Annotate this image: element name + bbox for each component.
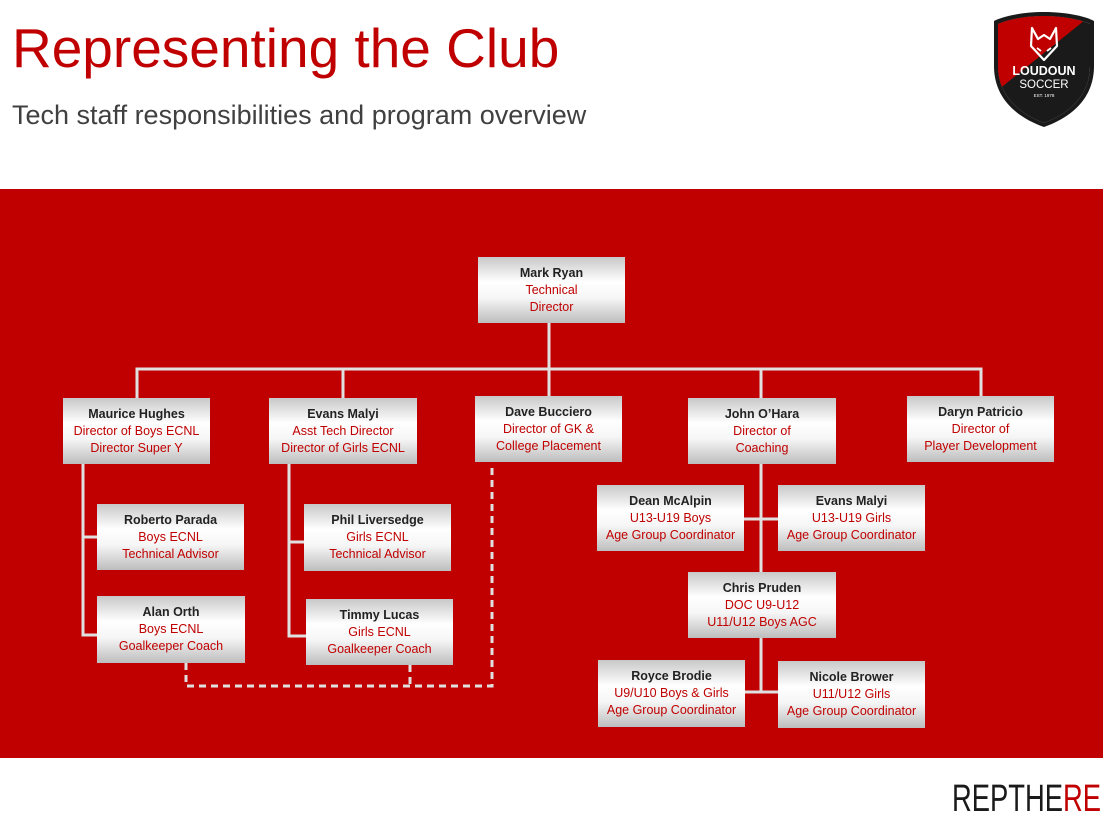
org-node-role: U11/U12 Boys AGC — [707, 614, 817, 629]
org-node-role: Girls ECNL — [346, 530, 409, 544]
org-node-dave-bucciero[interactable]: Dave Bucciero Director of GK & College P… — [475, 396, 622, 462]
fox-head-shield-icon: LOUDOUN SOCCER EST. 1978 — [994, 12, 1094, 127]
org-node-role: Coaching — [735, 440, 789, 455]
org-node-role: DOC U9-U12 — [724, 597, 800, 612]
org-node-role: U13-U19 Boys — [629, 510, 712, 525]
org-node-nicole-brower[interactable]: Nicole Brower U11/U12 Girls Age Group Co… — [778, 661, 925, 728]
org-node-role: College Placement — [496, 438, 601, 453]
org-node-role: Goalkeeper Coach — [118, 639, 224, 653]
org-node-name: Royce Brodie — [631, 669, 712, 683]
org-node-role: Age Group Coordinator — [606, 703, 737, 717]
page-title: Representing the Club — [12, 17, 560, 79]
org-node-timmy-lucas[interactable]: Timmy Lucas Girls ECNL Goalkeeper Coach — [306, 599, 453, 665]
org-node-evans-malyi-agc[interactable]: Evans Malyi U13-U19 Girls Age Group Coor… — [778, 485, 925, 551]
logo-line2: SOCCER — [1019, 79, 1068, 91]
org-node-name: Chris Pruden — [722, 580, 802, 595]
org-node-role: Technical — [525, 282, 578, 297]
org-node-alan-orth[interactable]: Alan Orth Boys ECNL Goalkeeper Coach — [97, 596, 245, 663]
org-node-name: Phil Liversedge — [331, 513, 424, 527]
org-node-role: U11/U12 Girls — [812, 687, 891, 701]
org-node-dean-mcalpin[interactable]: Dean McAlpin U13-U19 Boys Age Group Coor… — [597, 485, 744, 551]
org-node-name: Dave Bucciero — [505, 404, 592, 419]
org-node-mark-ryan[interactable]: Mark Ryan Technical Director — [478, 257, 625, 323]
org-node-role: Director of — [733, 423, 791, 438]
org-node-name: Daryn Patricio — [938, 404, 1023, 419]
org-node-role: Director of — [951, 421, 1010, 436]
org-node-name: Roberto Parada — [123, 512, 218, 527]
org-node-role: Director of Boys ECNL — [73, 423, 200, 438]
org-node-royce-brodie[interactable]: Royce Brodie U9/U10 Boys & Girls Age Gro… — [598, 660, 745, 727]
org-node-role: U9/U10 Boys & Girls — [614, 686, 729, 700]
org-node-role: Boys ECNL — [138, 622, 204, 636]
org-node-role: Age Group Coordinator — [786, 704, 917, 718]
org-chart-connectors — [81, 321, 983, 694]
org-node-name: Alan Orth — [142, 605, 200, 619]
org-node-name: Maurice Hughes — [88, 406, 185, 421]
brand-part2: RED — [1062, 778, 1103, 820]
logo-line3: EST. 1978 — [1034, 93, 1055, 98]
org-node-roberto-parada[interactable]: Roberto Parada Boys ECNL Technical Advis… — [97, 504, 244, 570]
org-node-name: Dean McAlpin — [629, 493, 712, 508]
brand-part1: REPTHE — [952, 778, 1063, 820]
org-node-maurice-hughes[interactable]: Maurice Hughes Director of Boys ECNL Dir… — [63, 398, 210, 464]
org-node-evans-malyi-asst[interactable]: Evans Malyi Asst Tech Director Director … — [269, 398, 417, 464]
org-node-role: Goalkeeper Coach — [327, 641, 432, 656]
rep-the-red-brand: REPTHERED — [952, 780, 1103, 818]
org-node-role: Girls ECNL — [348, 624, 411, 639]
org-node-name: Evans Malyi — [307, 406, 379, 421]
org-node-role: Asst Tech Director — [292, 423, 394, 438]
org-node-name: Evans Malyi — [815, 493, 888, 508]
org-node-name: Nicole Brower — [809, 670, 894, 684]
org-chart-panel: Mark Ryan Technical Director Maurice Hug… — [0, 189, 1103, 758]
loudoun-soccer-logo: LOUDOUN SOCCER EST. 1978 — [992, 10, 1096, 128]
org-node-role: Technical Advisor — [122, 546, 219, 561]
org-node-daryn-patricio[interactable]: Daryn Patricio Director of Player Develo… — [907, 396, 1054, 462]
page-subtitle: Tech staff responsibilities and program … — [12, 100, 587, 130]
org-node-role: Director of GK & — [503, 421, 594, 436]
logo-line1: LOUDOUN — [1012, 64, 1075, 78]
org-node-role: Age Group Coordinator — [786, 527, 917, 542]
org-node-name: John O’Hara — [724, 406, 800, 421]
org-node-name: Timmy Lucas — [339, 607, 420, 622]
org-node-role: Director of Girls ECNL — [281, 440, 405, 455]
org-node-role: Technical Advisor — [329, 547, 426, 561]
org-node-name: Mark Ryan — [519, 265, 584, 280]
org-node-role: Director — [529, 299, 574, 314]
org-node-role: Director Super Y — [90, 440, 183, 455]
org-node-role: Boys ECNL — [138, 529, 203, 544]
org-node-chris-pruden[interactable]: Chris Pruden DOC U9-U12 U11/U12 Boys AGC — [688, 572, 836, 638]
org-node-role: U13-U19 Girls — [811, 510, 892, 525]
org-node-role: Player Development — [924, 438, 1037, 453]
org-node-john-ohara[interactable]: John O’Hara Director of Coaching — [688, 398, 836, 464]
org-node-role: Age Group Coordinator — [605, 527, 736, 542]
org-node-phil-liversedge[interactable]: Phil Liversedge Girls ECNL Technical Adv… — [304, 504, 451, 571]
